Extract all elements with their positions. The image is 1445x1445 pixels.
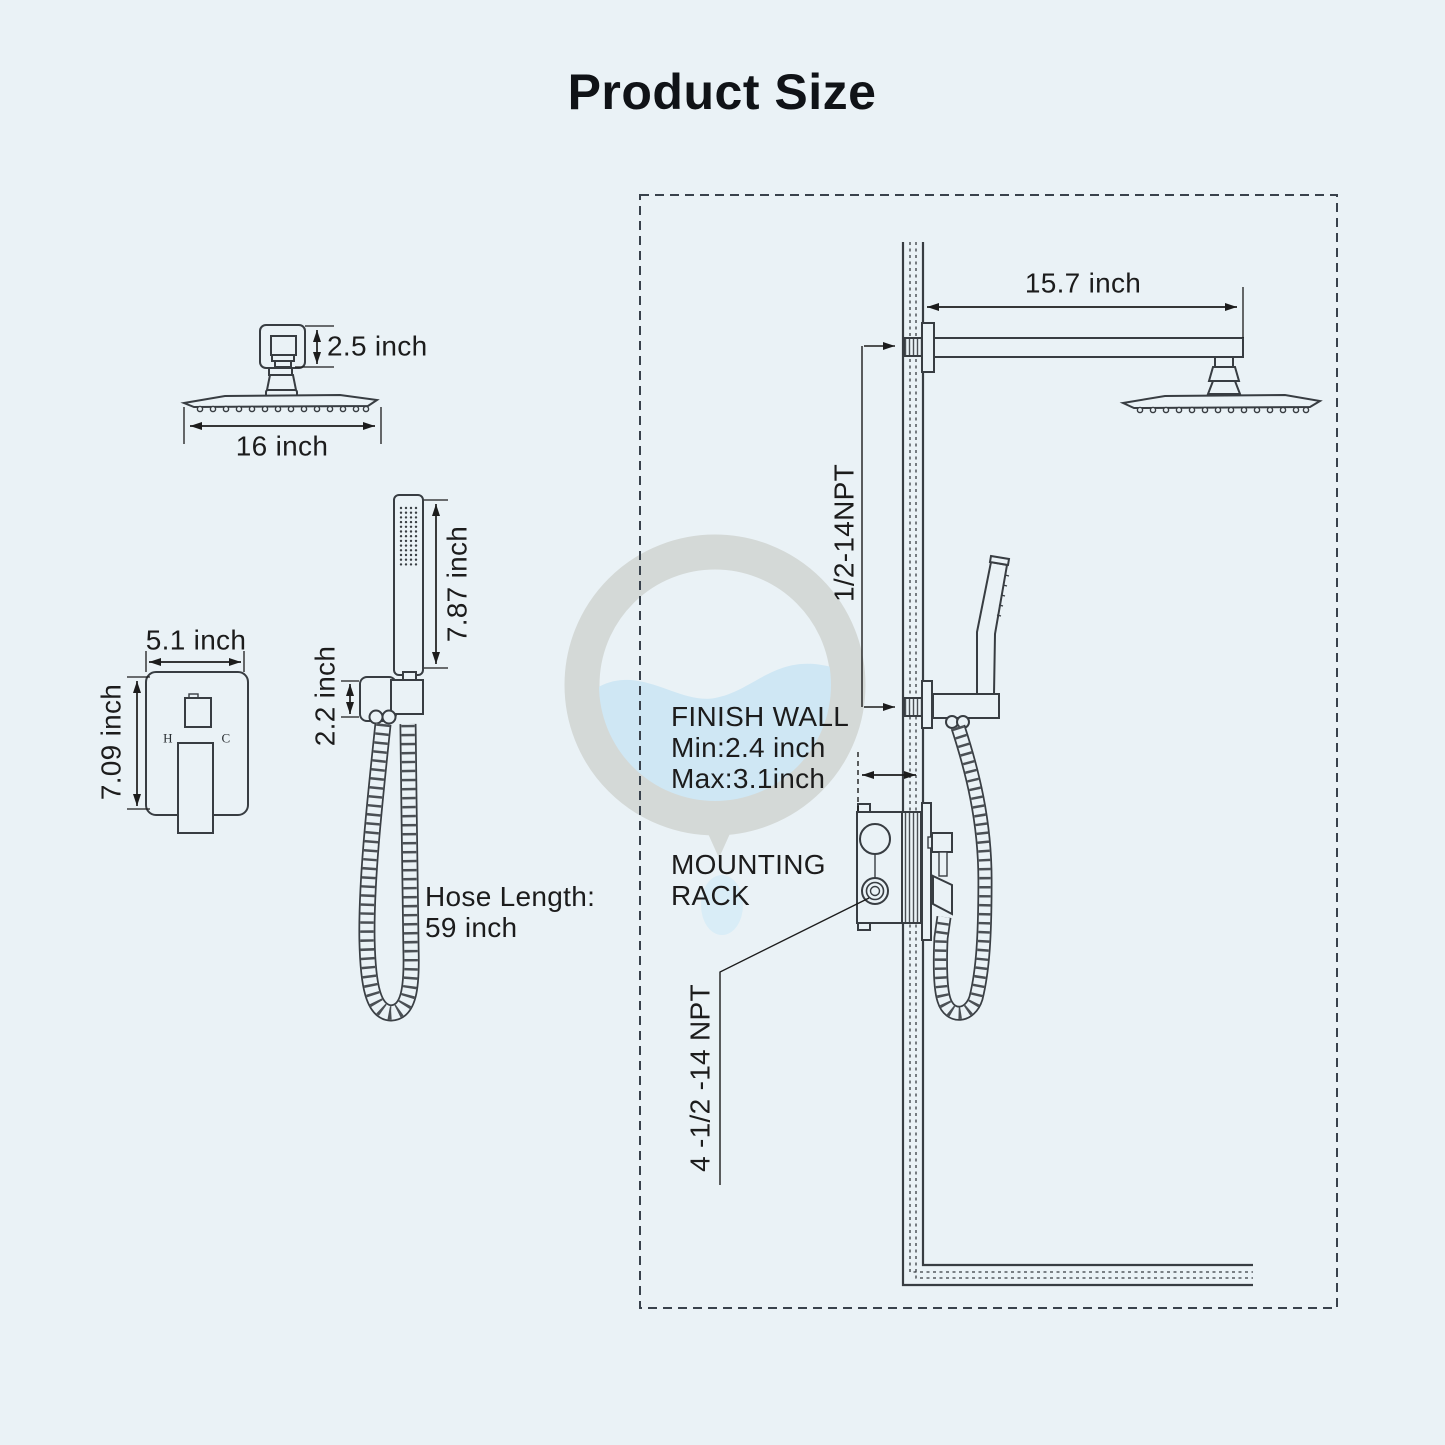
- page-title: Product Size: [567, 64, 877, 120]
- valve-cold-label: C: [221, 730, 231, 746]
- hose-length-label: Hose Length: 59 inch: [425, 881, 595, 943]
- finish-wall-label: FINISH WALL Min:2.4 inch Max:3.1inch: [671, 701, 849, 794]
- valve-height-label: 7.09 inch: [95, 683, 127, 801]
- valve-trim-drawing: [145, 671, 249, 834]
- dimension-lines: [127, 287, 1244, 1185]
- finish-wall-line3: Max:3.1inch: [671, 763, 826, 794]
- wand-length-label: 7.87 inch: [441, 525, 473, 643]
- valve-width-label: 5.1 inch: [145, 624, 247, 656]
- valve-spout: [932, 874, 953, 916]
- hand-shower-wand: [393, 494, 424, 676]
- npt-top-label: 1/2-14NPT: [828, 463, 860, 603]
- mounting-rack-label: MOUNTING RACK: [671, 849, 826, 911]
- wand-spray-dots: [399, 506, 418, 566]
- brand-watermark: [564, 534, 866, 935]
- hose-length-line1: Hose Length:: [425, 881, 596, 912]
- head-mount-inner: [270, 335, 297, 356]
- finish-wall-line1: FINISH WALL: [671, 701, 850, 732]
- valve-diverter: [184, 697, 212, 728]
- rain-head-nozzles: [196, 405, 370, 413]
- hand-shower-installed: [903, 554, 1011, 729]
- holder-bracket-installed: [932, 693, 1000, 719]
- hose-installed: [932, 724, 993, 1021]
- rain-head-profile: [180, 393, 380, 409]
- valve-hot-label: H: [163, 730, 173, 746]
- npt-bottom-label: 4 -1/2 -14 NPT: [684, 984, 716, 1172]
- wand-installed: [976, 560, 1009, 695]
- hand-shower-hose: [358, 723, 420, 1022]
- hand-shower-drawing: [359, 494, 424, 725]
- rain-head-drawing: [180, 324, 380, 413]
- valve-handle: [177, 742, 214, 834]
- holder-height-label: 2.2 inch: [309, 645, 341, 747]
- head-height-label: 2.5 inch: [327, 330, 428, 362]
- rain-head-installed: [1119, 393, 1323, 410]
- rain-head-installed-nozzles: [1136, 406, 1310, 414]
- finish-wall-line2: Min:2.4 inch: [671, 732, 826, 763]
- hose-length-line2: 59 inch: [425, 912, 518, 943]
- mounting-rack-drawing: [856, 802, 953, 941]
- shower-arm-assembly: [903, 322, 1323, 414]
- mounting-rack-line1: MOUNTING: [671, 849, 826, 880]
- head-width-label: 16 inch: [235, 430, 329, 462]
- wall-section: [901, 242, 1253, 1287]
- arm-length-label: 15.7 inch: [1024, 267, 1142, 299]
- installation-dashed-border: [639, 194, 1338, 1309]
- mounting-rack-line2: RACK: [671, 880, 750, 911]
- shower-arm: [933, 337, 1244, 358]
